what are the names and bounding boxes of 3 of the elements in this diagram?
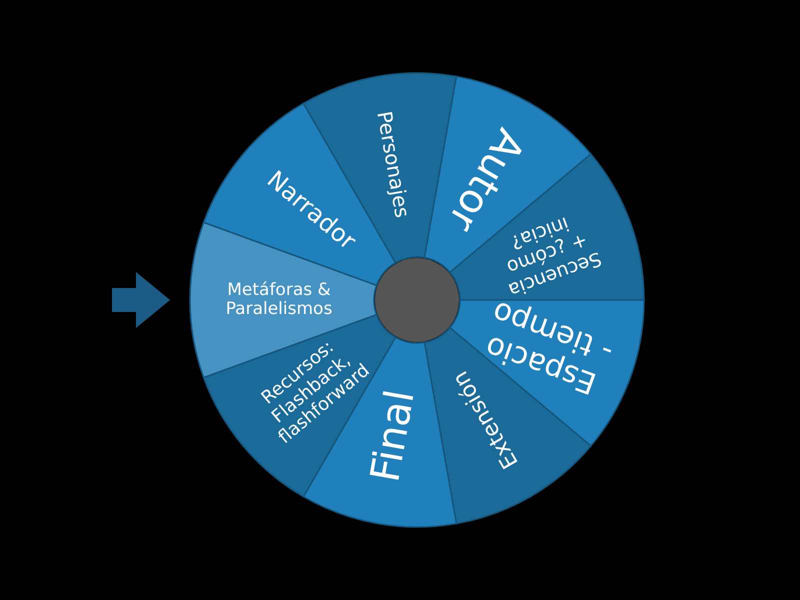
segment-label: Metáforas & Paralelismos — [204, 280, 354, 320]
segment-label: Personajes — [368, 88, 418, 240]
wheel-hub — [375, 258, 459, 342]
